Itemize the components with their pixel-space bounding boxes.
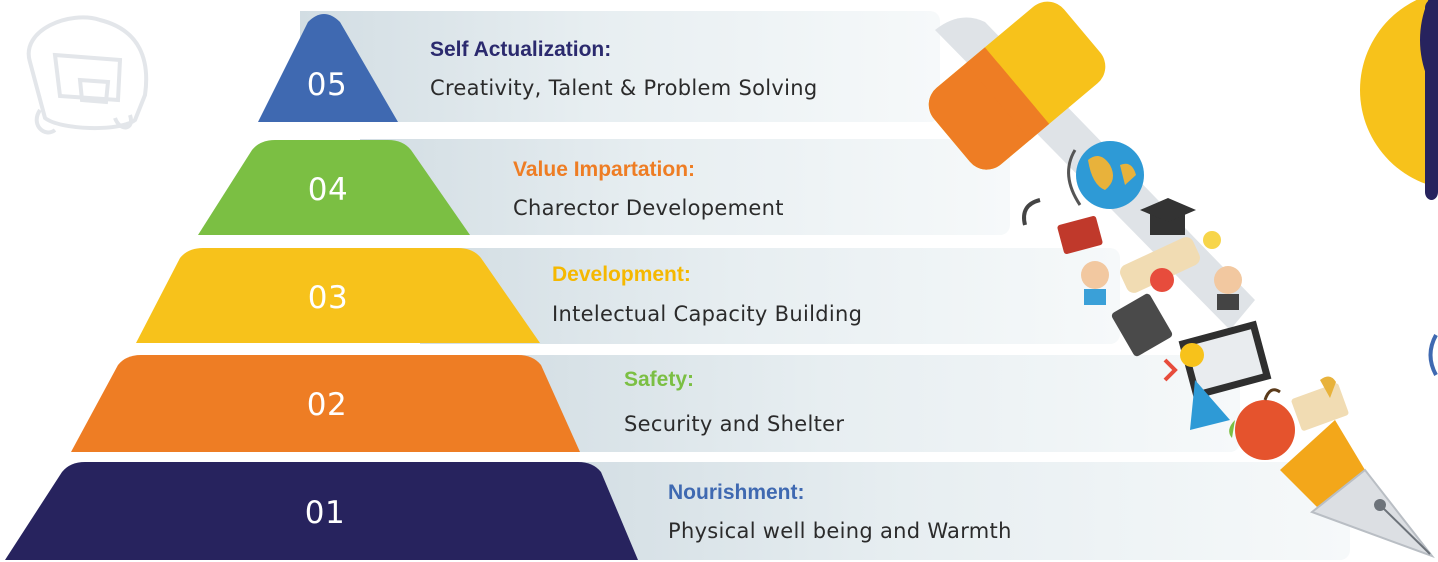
pyramid-level-04 (198, 140, 470, 235)
level-number-04: 04 (307, 172, 349, 208)
level-heading-03: Development: (552, 263, 691, 286)
level-heading-01: Nourishment: (668, 481, 805, 504)
pyramid-level-02 (71, 355, 580, 452)
band-level-02 (480, 355, 1240, 452)
level-number-03: 03 (307, 280, 349, 316)
pyramid-level-03 (136, 248, 540, 343)
level-description-04: Charector Developement (513, 196, 784, 220)
band-level-04 (360, 139, 1010, 235)
level-number-01: 01 (304, 495, 346, 531)
level-heading-02: Safety: (624, 368, 695, 391)
level-description-02: Security and Shelter (624, 412, 845, 436)
level-number-02: 02 (306, 387, 348, 423)
level-description-03: Intelectual Capacity Building (552, 302, 863, 326)
band-level-03 (420, 248, 1120, 344)
education-pen-icon (928, 1, 1435, 559)
pyramid-level-01 (5, 462, 638, 560)
level-description-01: Physical well being and Warmth (668, 519, 1012, 543)
band-level-01 (540, 462, 1350, 560)
level-heading-05: Self Actualization: (430, 38, 612, 61)
band-level-05 (300, 11, 940, 122)
level-heading-04: Value Impartation: (513, 158, 696, 181)
pyramid-level-05 (258, 14, 398, 122)
yellow-circle-decoration (1360, 0, 1438, 376)
level-number-05: 05 (306, 67, 348, 103)
level-description-05: Creativity, Talent & Problem Solving (430, 76, 818, 100)
